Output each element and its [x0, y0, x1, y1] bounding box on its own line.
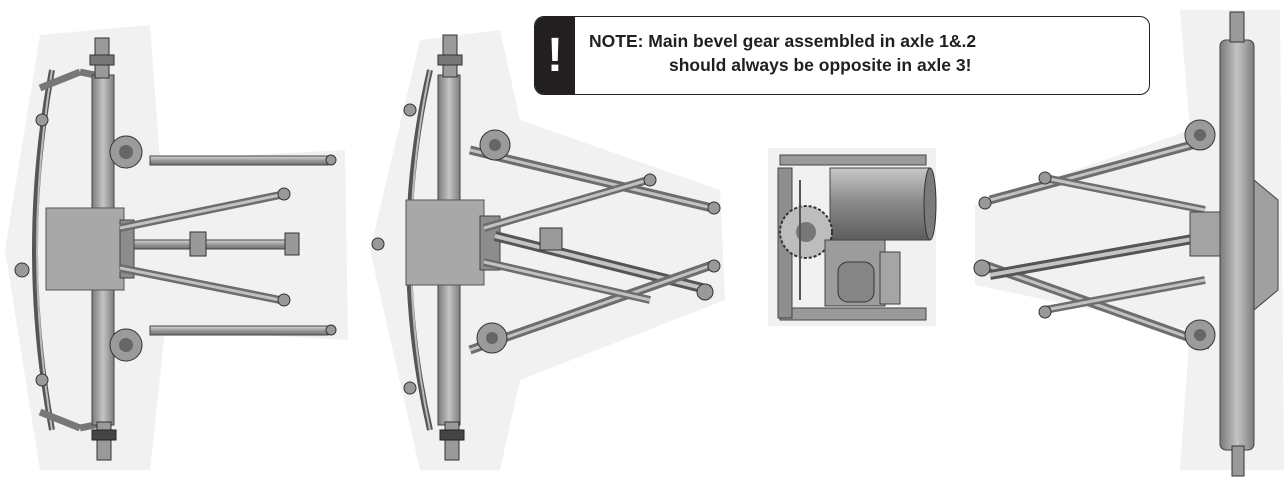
axle-3-differential: [1253, 178, 1279, 312]
axle-2-differential: [405, 199, 485, 286]
note-line-1: NOTE: Main bevel gear assembled in axle …: [589, 31, 977, 51]
motor-can: [829, 167, 931, 241]
axle-1-differential: [45, 207, 125, 291]
note-callout: ! NOTE: Main bevel gear assembled in axl…: [534, 16, 1150, 95]
middle-axle-assembly: [370, 30, 725, 470]
note-text: NOTE: Main bevel gear assembled in axle …: [589, 29, 1141, 77]
front-axle-assembly: [5, 25, 348, 470]
rear-axle-assembly: [973, 10, 1284, 477]
warning-icon: !: [535, 17, 575, 94]
note-line-2: should always be opposite in axle 3!: [669, 55, 972, 75]
axle-3-housing: [1219, 39, 1255, 451]
gearbox-motor-assembly: [768, 148, 937, 326]
